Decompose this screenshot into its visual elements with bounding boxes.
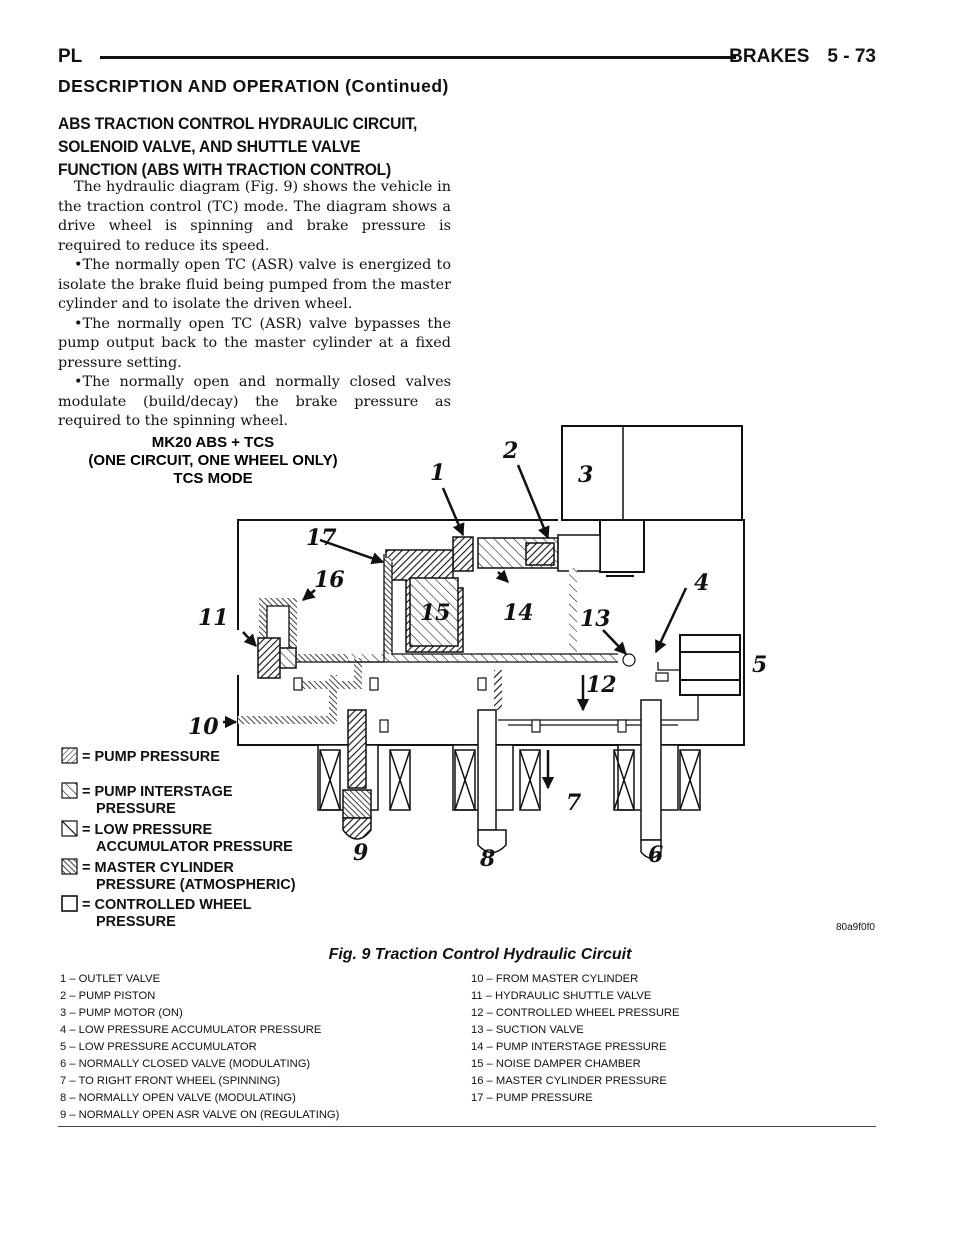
callout-11: 11 <box>198 605 229 631</box>
svg-text:PRESSURE (ATMOSPHERIC): PRESSURE (ATMOSPHERIC) <box>96 877 296 893</box>
noise-damper-chamber <box>385 549 464 653</box>
callout-1: 1 <box>430 460 445 486</box>
callout-3: 3 <box>578 462 593 488</box>
svg-text:ACCUMULATOR PRESSURE: ACCUMULATOR PRESSURE <box>96 839 293 855</box>
subheading: DESCRIPTION AND OPERATION (Continued) <box>58 76 449 96</box>
callout-4: 4 <box>694 570 709 596</box>
section-title-line: ABS TRACTION CONTROL HYDRAULIC CIRCUIT, <box>58 114 418 133</box>
callout-10: 10 <box>188 714 219 740</box>
figure-caption: Fig. 9 Traction Control Hydraulic Circui… <box>328 946 632 963</box>
callout-6: 6 <box>648 842 663 868</box>
legend-item: 4 – LOW PRESSURE ACCUMULATOR PRESSURE <box>60 1024 322 1036</box>
diagram-title: MK20 ABS + TCS <box>152 434 274 451</box>
normally-closed-valve <box>617 699 679 859</box>
paragraph: The hydraulic diagram (Fig. 9) shows the… <box>58 179 451 254</box>
legend-item: 6 – NORMALLY CLOSED VALVE (MODULATING) <box>60 1058 311 1070</box>
callout-15: 15 <box>420 600 451 626</box>
svg-text:= PUMP INTERSTAGE: = PUMP INTERSTAGE <box>82 784 233 800</box>
asr-valve <box>317 709 379 840</box>
pressure-lines <box>238 558 672 724</box>
callout-9: 9 <box>353 840 368 866</box>
low-pressure-accumulator <box>679 634 745 696</box>
hydraulic-diagram: MK20 ABS + TCS (ONE CIRCUIT, ONE WHEEL O… <box>61 425 875 933</box>
figure-id: 80a9f0f0 <box>836 922 875 933</box>
svg-text:PRESSURE: PRESSURE <box>96 801 176 817</box>
legend-item: 9 – NORMALLY OPEN ASR VALVE ON (REGULATI… <box>60 1109 340 1121</box>
legend-item: 14 – PUMP INTERSTAGE PRESSURE <box>471 1041 667 1053</box>
callout-13: 13 <box>580 606 611 632</box>
callout-5: 5 <box>752 652 767 678</box>
header-rule <box>100 56 736 59</box>
legend-item: 16 – MASTER CYLINDER PRESSURE <box>471 1075 667 1087</box>
pressure-key: = PUMP PRESSURE = PUMP INTERSTAGE PRESSU… <box>61 747 296 930</box>
legend-left: 1 – OUTLET VALVE 2 – PUMP PISTON 3 – PUM… <box>60 971 339 1124</box>
legend-item: 17 – PUMP PRESSURE <box>471 1092 593 1104</box>
legend-item: 15 – NOISE DAMPER CHAMBER <box>471 1058 641 1070</box>
bullet-paragraph: •The normally open TC (ASR) valve is ene… <box>58 257 451 312</box>
legend-item: 2 – PUMP PISTON <box>60 990 156 1002</box>
callout-16: 16 <box>314 567 345 593</box>
legend-item: 7 – TO RIGHT FRONT WHEEL (SPINNING) <box>60 1075 281 1087</box>
legend-right: 10 – FROM MASTER CYLINDER 11 – HYDRAULIC… <box>471 971 679 1107</box>
legend-item: 3 – PUMP MOTOR (ON) <box>60 1007 183 1019</box>
section-name: BRAKES <box>729 46 810 67</box>
normally-open-valve <box>452 709 514 854</box>
body-text: The hydraulic diagram (Fig. 9) shows the… <box>58 178 451 432</box>
legend-item: 1 – OUTLET VALVE <box>60 973 161 985</box>
section-title-line: FUNCTION (ABS WITH TRACTION CONTROL) <box>58 160 392 179</box>
header-right: BRAKES 5 - 73 <box>729 46 876 68</box>
callout-7: 7 <box>566 790 582 816</box>
svg-text:PRESSURE: PRESSURE <box>96 914 176 930</box>
section-title-line: SOLENOID VALVE, AND SHUTTLE VALVE <box>58 137 361 156</box>
svg-text:= CONTROLLED WHEEL: = CONTROLLED WHEEL <box>82 897 252 913</box>
pump-piston <box>452 534 601 572</box>
bullet-paragraph: •The normally open and normally closed v… <box>58 374 451 429</box>
page-number: 5 - 73 <box>827 46 876 67</box>
svg-text:= PUMP PRESSURE: = PUMP PRESSURE <box>82 749 220 765</box>
diagram-title: (ONE CIRCUIT, ONE WHEEL ONLY) <box>88 452 337 469</box>
callout-14: 14 <box>503 600 534 626</box>
legend-item: 13 – SUCTION VALVE <box>471 1024 584 1036</box>
callout-2: 2 <box>502 438 518 464</box>
svg-text:= MASTER CYLINDER: = MASTER CYLINDER <box>82 860 234 876</box>
callout-arrows <box>223 464 688 790</box>
callout-numbers: 1 2 3 4 5 6 7 8 9 10 11 12 13 14 15 16 1… <box>188 438 767 872</box>
section-title: ABS TRACTION CONTROL HYDRAULIC CIRCUIT, … <box>58 112 426 181</box>
legend-item: 12 – CONTROLLED WHEEL PRESSURE <box>471 1007 680 1019</box>
page-header: PL BRAKES 5 - 73 <box>58 44 876 74</box>
bottom-rule <box>58 1126 876 1127</box>
valve-coils <box>319 749 701 811</box>
callout-17: 17 <box>306 525 337 551</box>
legend-item: 11 – HYDRAULIC SHUTTLE VALVE <box>471 990 652 1002</box>
diagram-title: TCS MODE <box>173 470 252 487</box>
pump-motor <box>561 425 743 577</box>
check-valves <box>293 653 669 733</box>
legend-item: 8 – NORMALLY OPEN VALVE (MODULATING) <box>60 1092 296 1104</box>
shuttle-valve <box>257 637 297 679</box>
legend-item: 5 – LOW PRESSURE ACCUMULATOR <box>60 1041 257 1053</box>
legend-item: 10 – FROM MASTER CYLINDER <box>471 973 639 985</box>
bullet-paragraph: •The normally open TC (ASR) valve bypass… <box>58 315 451 371</box>
callout-12: 12 <box>586 672 617 698</box>
callout-8: 8 <box>479 846 495 872</box>
svg-text:= LOW PRESSURE: = LOW PRESSURE <box>82 822 212 838</box>
manual-code: PL <box>58 46 83 67</box>
